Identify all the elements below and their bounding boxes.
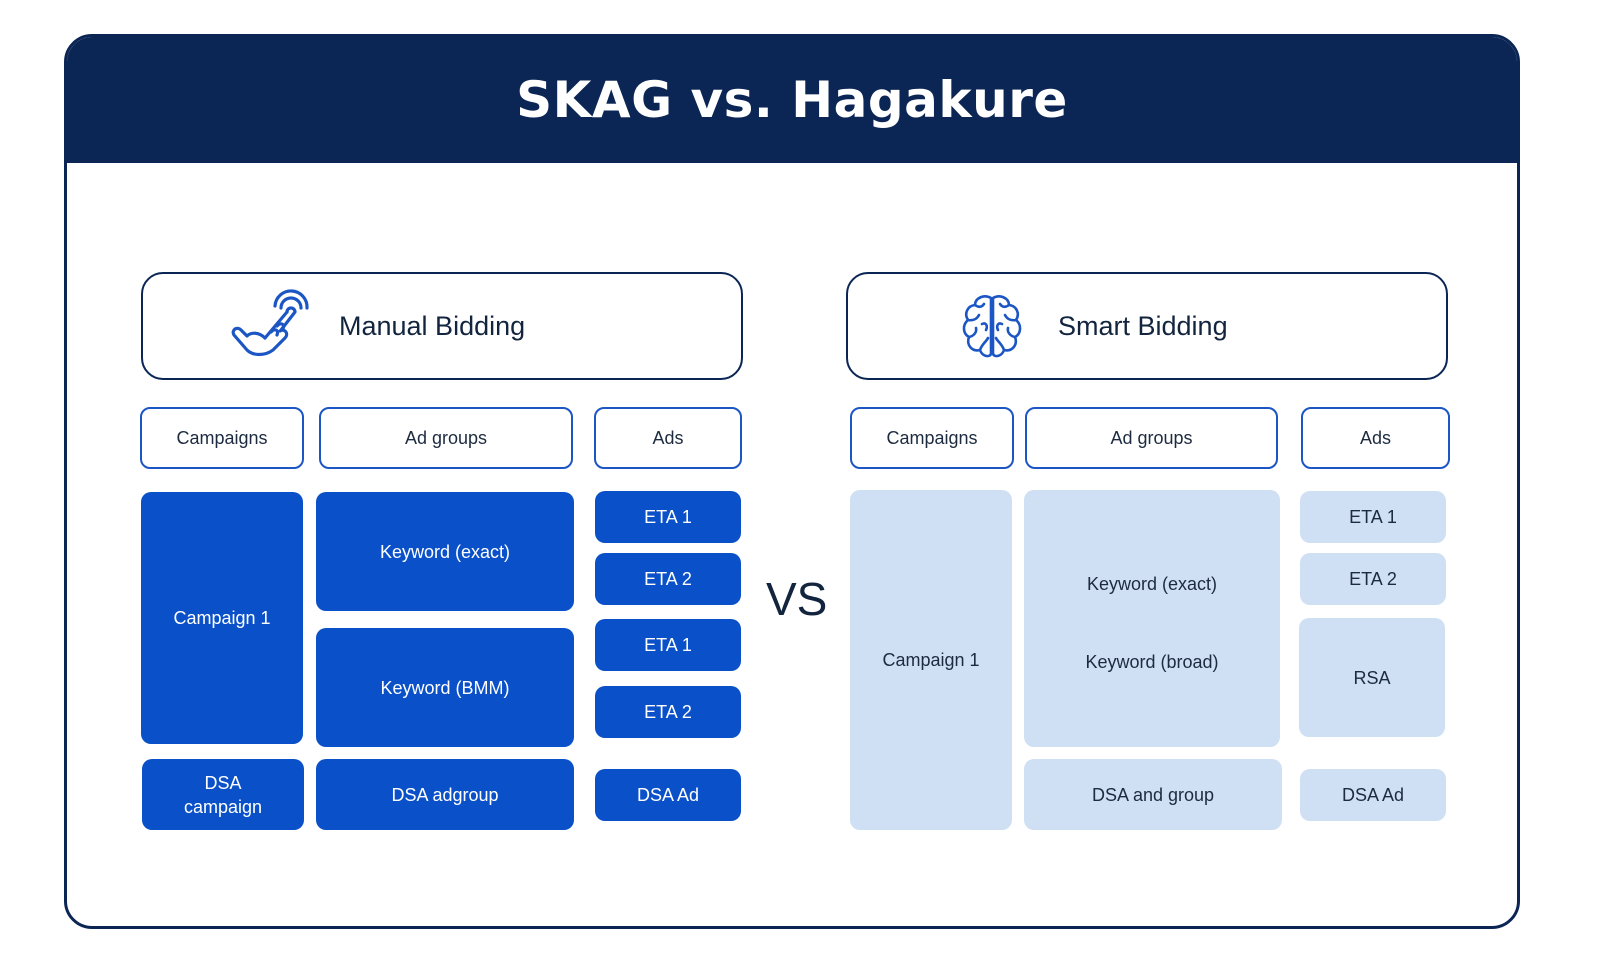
smart-ad-eta2: ETA 2 <box>1300 553 1446 605</box>
page-title: SKAG vs. Hagakure <box>516 71 1068 129</box>
smart-col-ad-groups: Ad groups <box>1025 407 1278 469</box>
manual-bidding-label: Manual Bidding <box>339 311 526 341</box>
manual-col-ad-groups: Ad groups <box>319 407 573 469</box>
diagram-frame: SKAG vs. Hagakure <box>64 34 1520 929</box>
vs-label: VS <box>766 573 828 625</box>
manual-keyword-exact: Keyword (exact) <box>316 492 574 611</box>
smart-dsa-ad: DSA Ad <box>1300 769 1446 821</box>
smart-ad-rsa: RSA <box>1299 618 1445 737</box>
smart-ad-eta1: ETA 1 <box>1300 491 1446 543</box>
smart-bidding-label: Smart Bidding <box>1058 311 1228 341</box>
smart-campaign-1: Campaign 1 <box>850 490 1012 830</box>
smart-keyword-exact: Keyword (exact) <box>1086 573 1218 594</box>
manual-dsa-adgroup: DSA adgroup <box>316 759 574 830</box>
brain-icon <box>962 295 1022 358</box>
smart-col-campaigns: Campaigns <box>850 407 1014 469</box>
smart-keyword-broad: Keyword (broad) <box>1085 651 1219 672</box>
manual-dsa-campaign: DSA campaign <box>142 759 304 830</box>
manual-bidding-header: Manual Bidding <box>141 272 743 380</box>
tap-hand-icon <box>231 289 309 357</box>
smart-keyword-group: Keyword (exact) Keyword (broad) <box>1024 490 1280 747</box>
manual-ad-eta1-a: ETA 1 <box>595 491 741 543</box>
smart-dsa-group: DSA and group <box>1024 759 1282 830</box>
manual-keyword-bmm: Keyword (BMM) <box>316 628 574 747</box>
manual-col-ads: Ads <box>594 407 742 469</box>
smart-bidding-header: Smart Bidding <box>846 272 1448 380</box>
smart-col-ads: Ads <box>1301 407 1450 469</box>
manual-ad-eta2-a: ETA 2 <box>595 553 741 605</box>
manual-col-campaigns: Campaigns <box>140 407 304 469</box>
manual-campaign-1: Campaign 1 <box>141 492 303 744</box>
manual-dsa-ad: DSA Ad <box>595 769 741 821</box>
manual-ad-eta1-b: ETA 1 <box>595 619 741 671</box>
manual-ad-eta2-b: ETA 2 <box>595 686 741 738</box>
title-banner: SKAG vs. Hagakure <box>67 37 1517 163</box>
